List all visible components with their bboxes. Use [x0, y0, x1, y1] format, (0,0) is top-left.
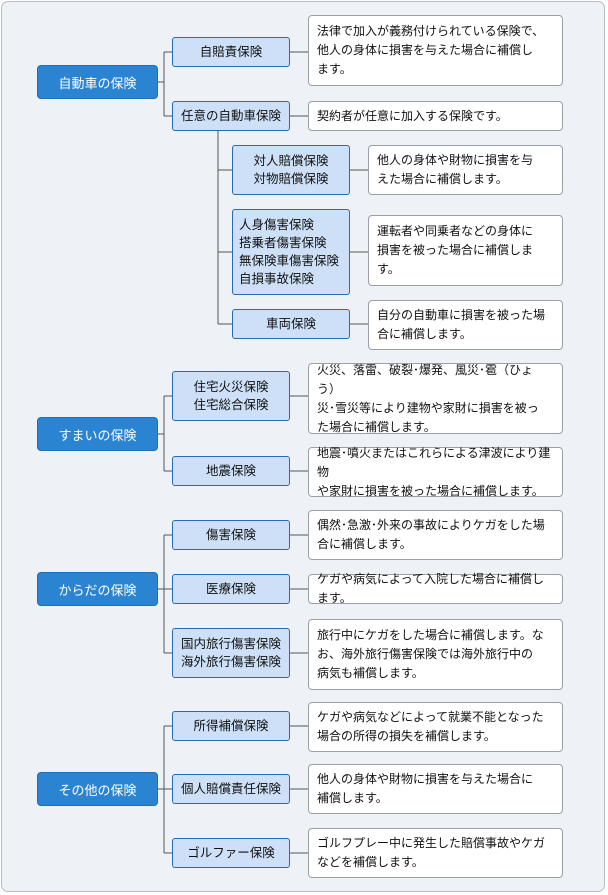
item-taijin-taibutsu: 対人賠償保険 対物賠償保険 [232, 145, 350, 195]
item-shotoku-hosho: 所得補償保険 [172, 711, 290, 741]
item-golfer: ゴルファー保険 [172, 838, 290, 868]
desc-shogai: 偶然･急激･外来の事故によりケガをした場 合に補償します。 [308, 510, 563, 560]
item-jishin: 地震保険 [172, 456, 290, 486]
desc-jishin: 地震･噴火またはこれらによる津波により建物 や家財に損害を被った場合に補償します… [308, 446, 563, 498]
category-body: からだの保険 [37, 572, 158, 606]
item-jinshin-shogai: 人身傷害保険 搭乗者傷害保険 無保険車傷害保険 自損事故保険 [232, 209, 350, 295]
category-label: その他の保険 [58, 783, 137, 799]
item-jutaku-kasai: 住宅火災保険 住宅総合保険 [172, 371, 290, 421]
desc-iryo: ケガや病気によって入院した場合に補償します。 [308, 572, 563, 605]
desc-jibaiseki: 法律で加入が義務付けられている保険で、 他人の身体に損害を与えた場合に補償し ま… [308, 15, 563, 86]
item-nini-jidosha: 任意の自動車保険 [172, 101, 290, 131]
desc-sharyo: 自分の自動車に損害を被った場 合に補償します。 [368, 300, 563, 350]
category-home: すまいの保険 [37, 417, 158, 451]
desc-jutaku-kasai: 火災、落雷、破裂･爆発、風災･雹（ひょう） 災･雪災等により建物や家財に損害を被… [308, 363, 563, 434]
category-car: 自動車の保険 [37, 65, 158, 99]
item-iryo: 医療保険 [172, 574, 290, 604]
item-ryoko-shogai: 国内旅行傷害保険 海外旅行傷害保険 [172, 628, 290, 678]
desc-shotoku-hosho: ケガや病気などによって就業不能となった 場合の所得の損失を補償します。 [308, 702, 563, 752]
desc-ryoko-shogai: 旅行中にケガをした場合に補償します。な お、海外旅行傷害保険では海外旅行中の 病… [308, 619, 563, 690]
desc-taijin-taibutsu: 他人の身体や財物に損害を与 えた場合に補償します。 [368, 145, 563, 195]
desc-nini-jidosha: 契約者が任意に加入する保険です。 [308, 101, 563, 131]
category-label: からだの保険 [58, 583, 137, 599]
item-kojin-baisho: 個人賠償責任保険 [172, 774, 290, 804]
desc-kojin-baisho: 他人の身体や財物に損害を与えた場合に 補償します。 [308, 764, 563, 814]
desc-jinshin-shogai: 運転者や同乗者などの身体に 損害を被った場合に補償しま す。 [368, 215, 563, 286]
item-shogai: 傷害保険 [172, 520, 290, 550]
category-label: 自動車の保険 [58, 76, 137, 92]
desc-golfer: ゴルフプレー中に発生した賠償事故やケガ などを補償します。 [308, 828, 563, 878]
item-sharyo: 車両保険 [232, 309, 350, 339]
item-jibaiseki: 自賠責保険 [172, 37, 290, 67]
category-label: すまいの保険 [58, 428, 137, 444]
category-other: その他の保険 [37, 772, 158, 806]
